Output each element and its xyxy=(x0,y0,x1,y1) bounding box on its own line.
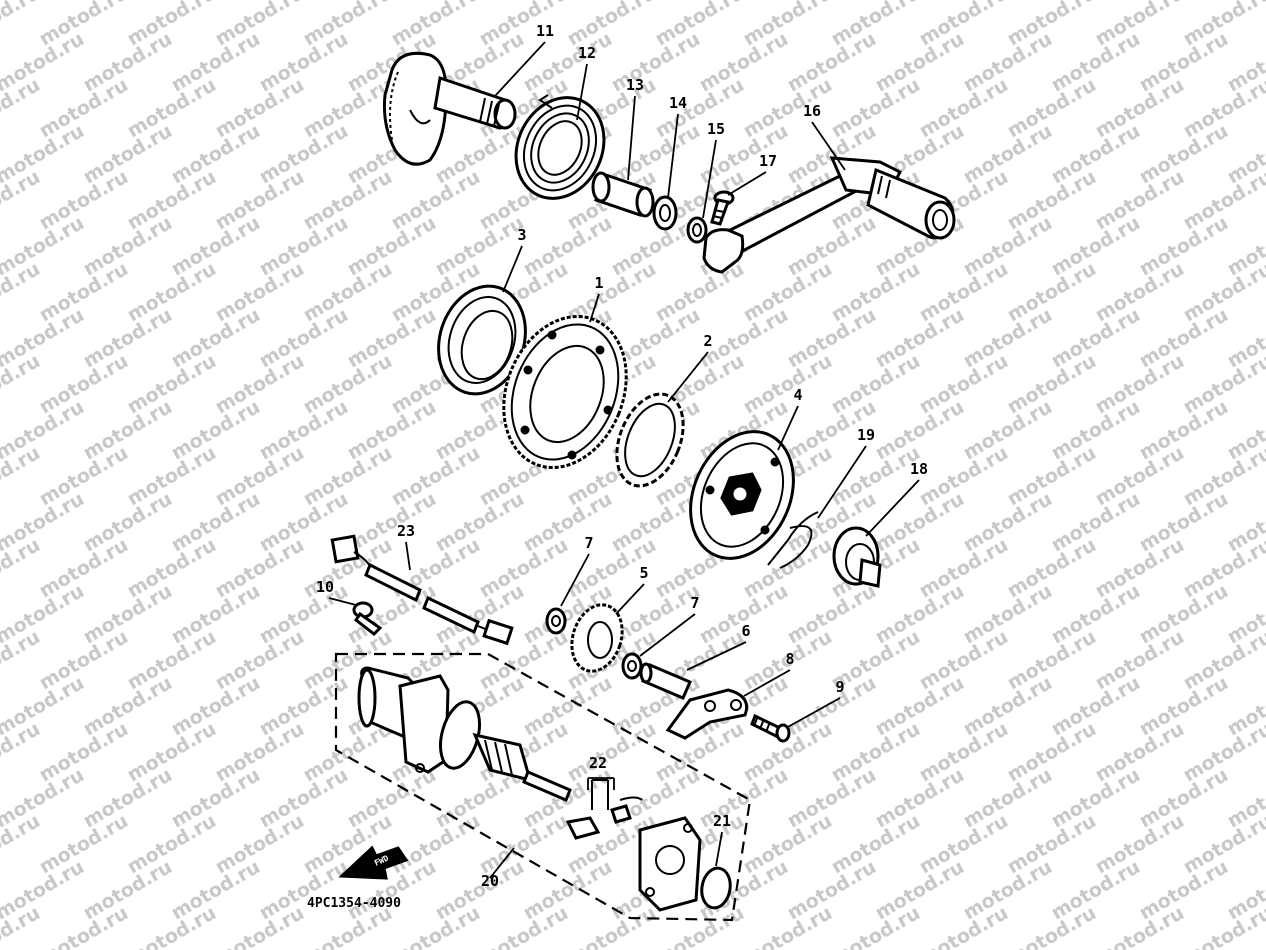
part-8-plate xyxy=(665,688,749,740)
callout-label-21: 21 xyxy=(713,812,731,830)
callout-line-13 xyxy=(627,95,636,181)
watermark-text: motod.ru xyxy=(1180,902,1266,950)
diagram-code: 4PC1354-4090 xyxy=(307,896,401,911)
part-2-needle-bearing xyxy=(615,392,685,488)
callout-line-9 xyxy=(785,697,841,729)
callout-line-1 xyxy=(589,293,600,323)
part-20-starter-motor-group xyxy=(334,652,752,922)
callout-line-15 xyxy=(702,139,717,219)
part-9-screw xyxy=(750,713,791,743)
callout-label-16: 16 xyxy=(803,102,821,120)
part-17-bolt xyxy=(710,190,735,226)
callout-line-7a xyxy=(560,553,590,607)
callout-line-14 xyxy=(667,113,679,199)
part-11-kick-gear xyxy=(383,51,517,166)
callout-line-21 xyxy=(715,831,723,867)
callout-label-5: 5 xyxy=(639,564,648,582)
callout-label-23: 23 xyxy=(397,522,415,540)
callout-label-7b: 7 xyxy=(690,594,699,612)
callout-label-8: 8 xyxy=(785,650,794,668)
callout-line-6 xyxy=(686,641,747,671)
part-4-clutch-hub xyxy=(689,430,795,560)
callout-line-11 xyxy=(494,41,546,97)
callout-label-6: 6 xyxy=(741,622,750,640)
callout-line-5 xyxy=(615,583,645,615)
part-6-shaft xyxy=(639,662,692,700)
callout-line-23 xyxy=(405,541,411,571)
callout-line-18 xyxy=(865,479,920,537)
part-10-bolt xyxy=(352,601,383,636)
fwd-arrow: FWD xyxy=(338,845,409,880)
callout-line-17 xyxy=(727,171,767,196)
part-7-washer-lower xyxy=(621,652,643,680)
callout-line-16 xyxy=(811,121,846,171)
callout-label-9: 9 xyxy=(835,678,844,696)
part-13-collar xyxy=(591,171,655,218)
callout-label-2: 2 xyxy=(703,332,712,350)
callout-line-19 xyxy=(817,445,867,519)
callout-label-12: 12 xyxy=(578,44,596,62)
part-7-washer-upper xyxy=(545,607,567,635)
part-15-circlip xyxy=(686,216,708,244)
callout-bracket-22 xyxy=(587,778,615,790)
callout-label-1: 1 xyxy=(594,274,603,292)
part-18-drive-gear xyxy=(832,526,882,588)
callout-label-7a: 7 xyxy=(584,534,593,552)
callout-label-4: 4 xyxy=(793,386,802,404)
callout-line-12 xyxy=(576,63,588,121)
callout-label-14: 14 xyxy=(669,94,687,112)
callout-label-18: 18 xyxy=(910,460,928,478)
part-23-lead-wire xyxy=(330,534,514,646)
callout-label-19: 19 xyxy=(857,426,875,444)
callout-label-22: 22 xyxy=(589,754,607,772)
callout-line-4 xyxy=(777,405,799,451)
callout-label-10: 10 xyxy=(316,578,334,596)
callout-label-11: 11 xyxy=(536,22,554,40)
part-16-kick-crank xyxy=(702,156,956,274)
callout-label-13: 13 xyxy=(626,76,644,94)
callout-line-3 xyxy=(502,245,523,293)
callout-label-15: 15 xyxy=(707,120,725,138)
callout-label-20: 20 xyxy=(481,872,499,890)
part-3-oil-seal xyxy=(437,284,527,396)
part-5-idler-gear xyxy=(570,603,624,673)
part-14-washer xyxy=(652,195,678,231)
callout-line-2 xyxy=(667,351,709,403)
part-19-clip xyxy=(767,511,819,569)
callout-label-17: 17 xyxy=(759,152,777,170)
watermark-text: motod.ru xyxy=(0,0,44,50)
callout-line-7b xyxy=(639,613,696,657)
part-1-starter-clutch-gear xyxy=(502,314,628,470)
callout-line-8 xyxy=(743,669,791,697)
callout-line-20 xyxy=(489,847,515,879)
callout-label-3: 3 xyxy=(517,226,526,244)
callout-line-10 xyxy=(328,597,357,606)
